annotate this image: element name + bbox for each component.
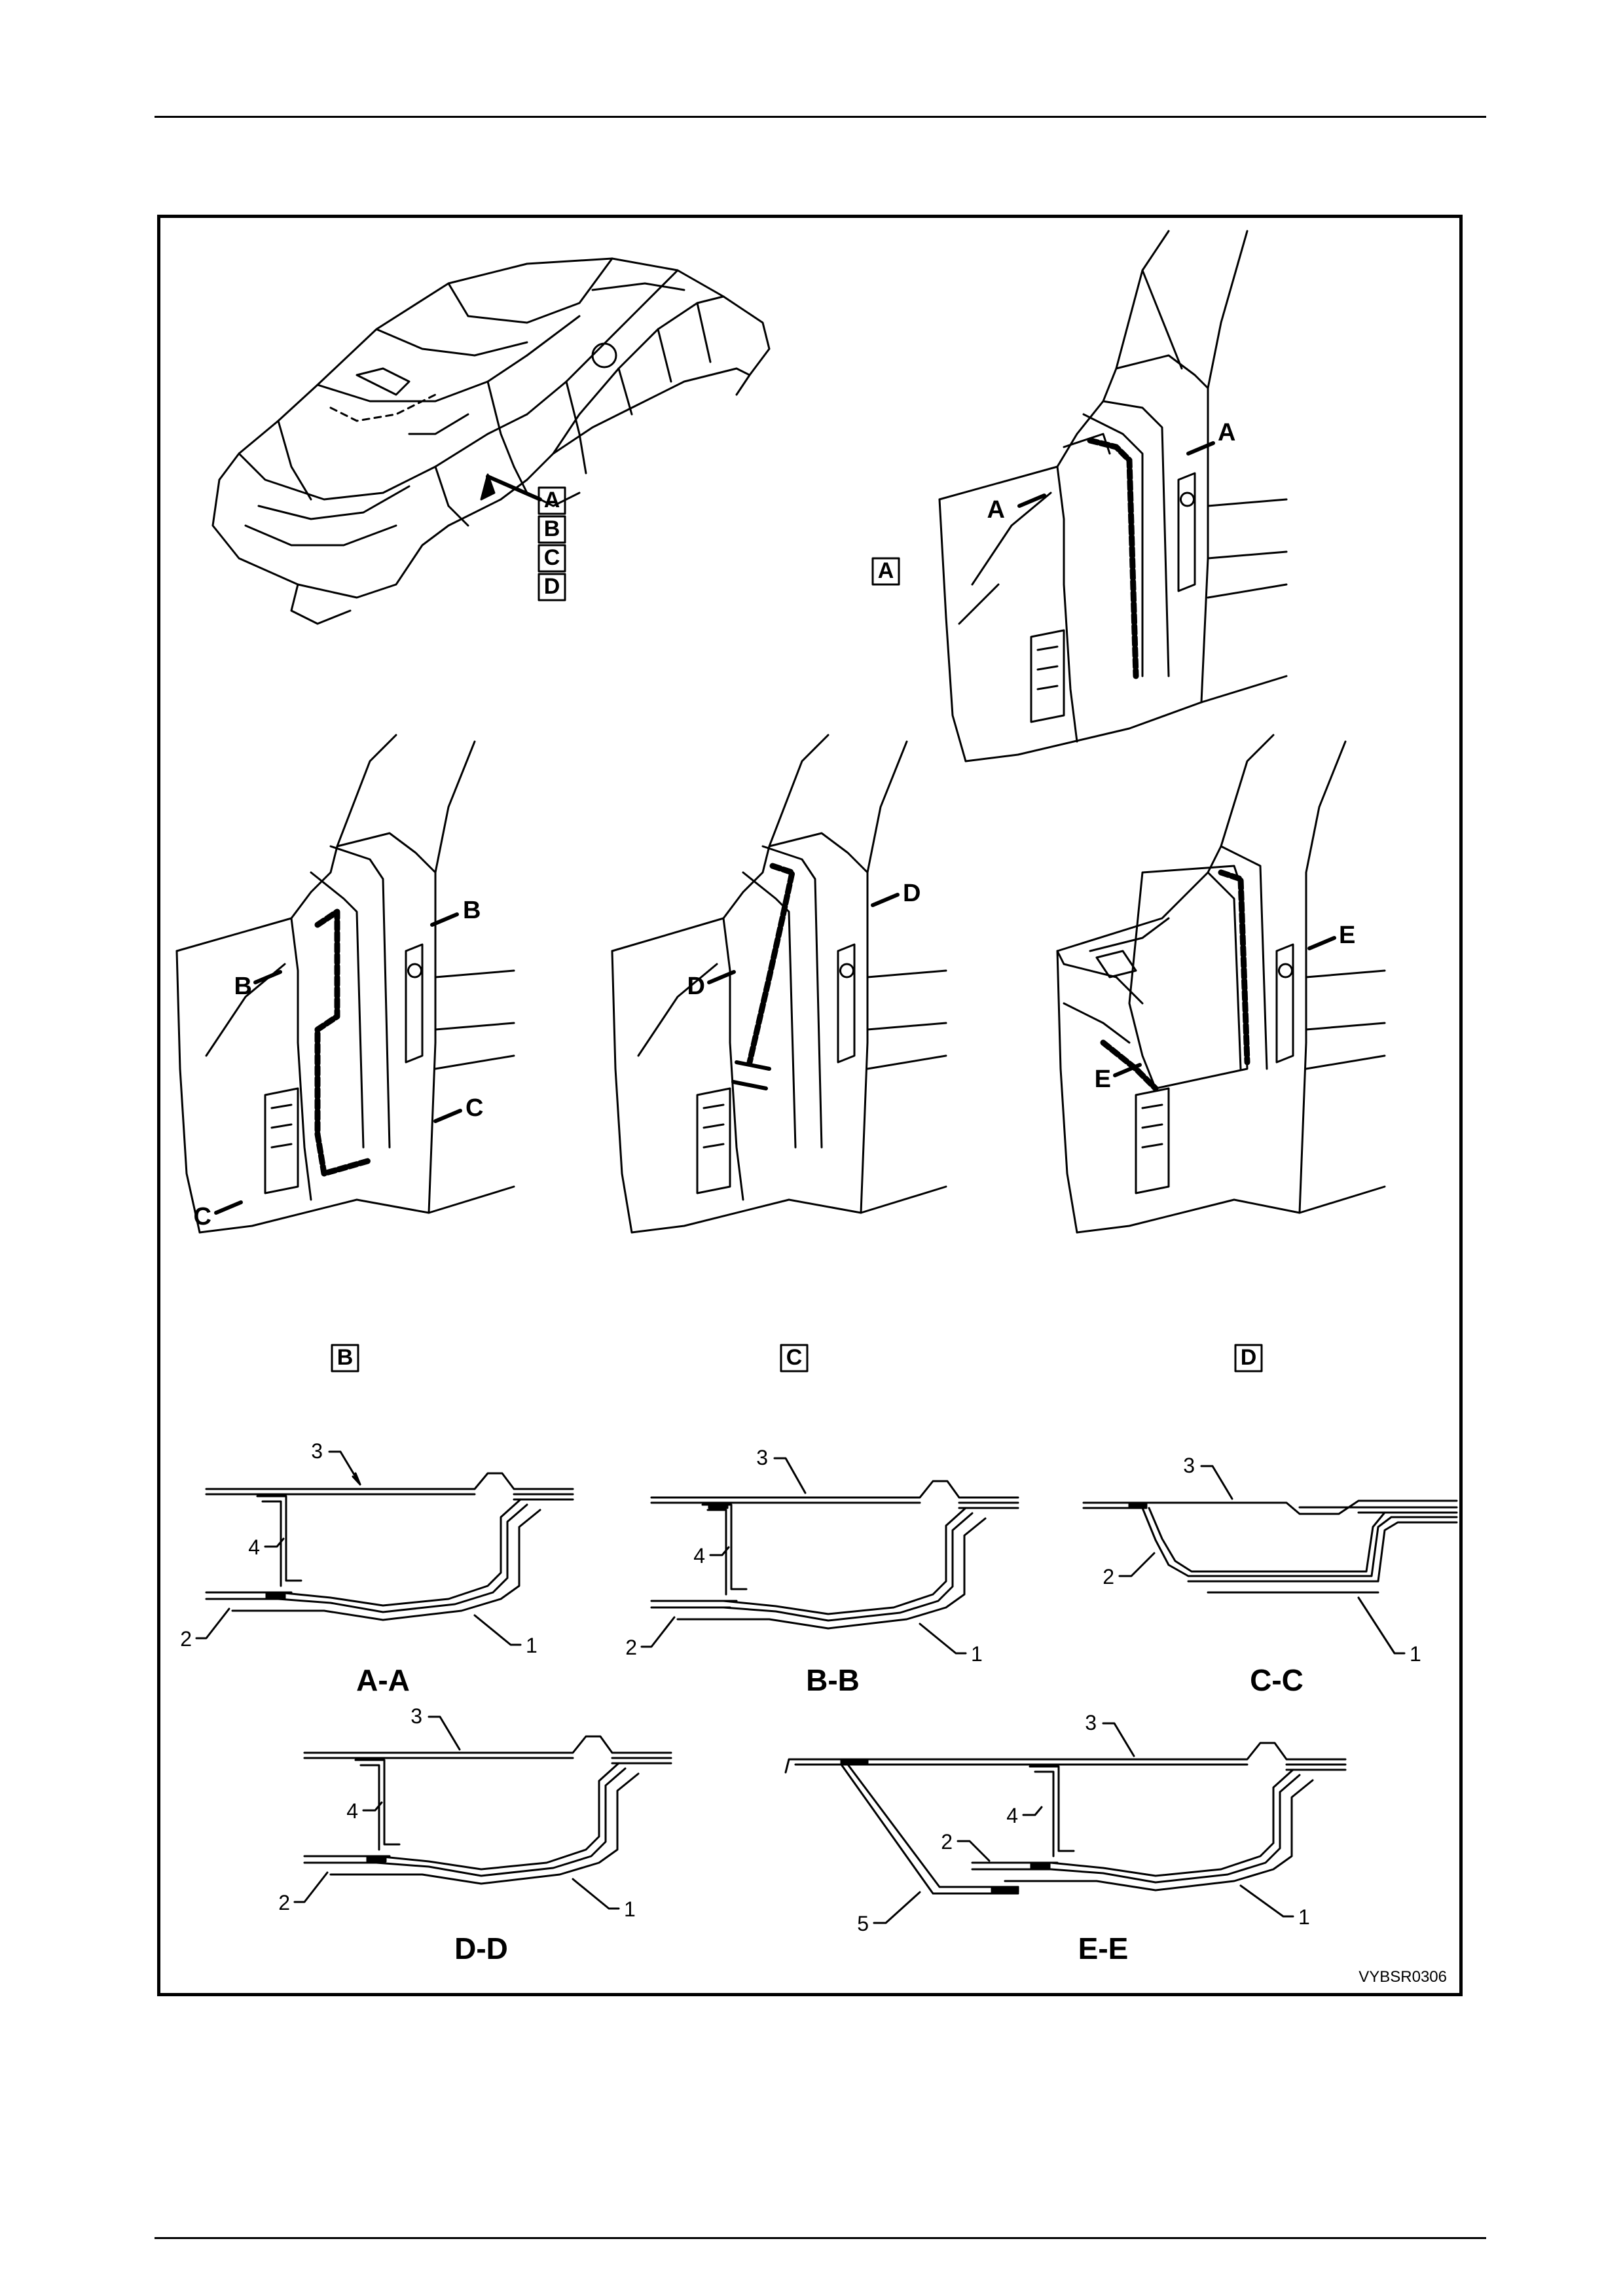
detail-tag-a: A (878, 558, 894, 583)
car-callout-d: D (544, 574, 560, 599)
section-b-b-profile (651, 1481, 1018, 1628)
bb-part-3: 3 (756, 1446, 768, 1469)
cut-label-e-right: E (1339, 922, 1355, 949)
cut-label-c-left: C (194, 1203, 211, 1230)
bb-part-4: 4 (693, 1544, 705, 1568)
dd-part-1: 1 (624, 1897, 636, 1921)
car-callout-b: B (544, 516, 560, 541)
dd-part-3: 3 (410, 1704, 422, 1728)
section-c-c-profile (1084, 1501, 1457, 1592)
section-title-a-a: A-A (356, 1663, 410, 1697)
ee-part-2: 2 (941, 1830, 953, 1854)
dd-part-2: 2 (278, 1891, 290, 1914)
section-d-d-profile (304, 1736, 671, 1884)
aa-part-3: 3 (311, 1439, 323, 1463)
footer-rule (155, 2237, 1486, 2239)
aa-part-1: 1 (526, 1634, 538, 1657)
car-callout-c: C (544, 545, 560, 570)
detail-tag-d: D (1241, 1345, 1257, 1370)
header-rule (155, 116, 1486, 118)
detail-view-d-drawing (1057, 735, 1385, 1232)
cut-label-b-left: B (234, 973, 252, 1000)
dd-part-4: 4 (346, 1799, 358, 1823)
detail-view-c-drawing (612, 735, 946, 1232)
section-title-d-d: D-D (454, 1931, 508, 1965)
aa-part-2: 2 (180, 1627, 192, 1651)
ee-part-4: 4 (1006, 1804, 1018, 1827)
car-callout-a: A (544, 488, 560, 512)
detail-tag-c: C (786, 1345, 803, 1370)
section-title-e-e: E-E (1078, 1931, 1129, 1965)
cut-label-a-left: A (987, 496, 1005, 524)
cc-part-2: 2 (1103, 1565, 1114, 1588)
section-e-e-profile (786, 1743, 1345, 1893)
cut-mark-e-right (1309, 938, 1334, 948)
cut-label-e-left: E (1095, 1066, 1111, 1093)
cut-label-d-left: D (687, 973, 705, 1000)
section-a-a-profile (206, 1473, 573, 1620)
cut-mark-c-right (435, 1111, 460, 1121)
bb-part-2: 2 (625, 1636, 637, 1659)
section-title-b-b: B-B (806, 1663, 860, 1697)
car-body-illustration (213, 259, 769, 624)
cut-mark-a-right (1188, 443, 1213, 454)
ee-part-5: 5 (857, 1912, 869, 1935)
cut-mark-c-left (216, 1202, 241, 1213)
ee-part-3: 3 (1085, 1711, 1097, 1734)
cut-mark-b-left (255, 972, 280, 982)
detail-tag-b: B (337, 1345, 354, 1370)
section-title-c-c: C-C (1250, 1663, 1304, 1697)
aa-part-4: 4 (248, 1535, 260, 1559)
figure-frame: A B C D A A A (157, 215, 1463, 1996)
figure-code: VYBSR0306 (1359, 1968, 1447, 1986)
cc-part-3: 3 (1183, 1454, 1195, 1477)
cut-label-b-right: B (463, 897, 481, 924)
cut-label-d-right: D (903, 880, 921, 907)
cc-part-1: 1 (1410, 1642, 1421, 1666)
bb-part-1: 1 (971, 1642, 983, 1666)
figure-artwork: A B C D A A A (160, 218, 1459, 1993)
cut-label-c-right: C (465, 1094, 483, 1122)
detail-view-b-drawing (177, 735, 514, 1232)
ee-part-1: 1 (1298, 1905, 1310, 1929)
cut-label-a-right: A (1218, 419, 1235, 446)
cut-mark-d-right (873, 895, 898, 905)
